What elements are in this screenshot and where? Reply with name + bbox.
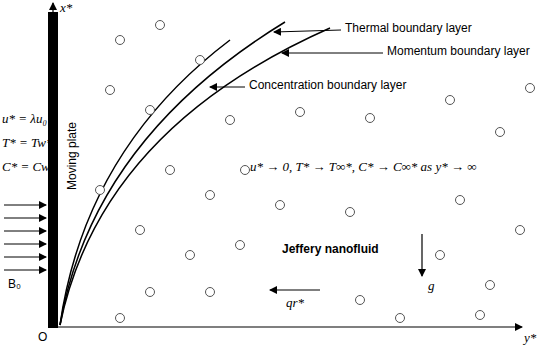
nanoparticle — [106, 86, 115, 95]
nanoparticle — [366, 114, 375, 123]
figure-label: u* = λu₀ — [2, 112, 47, 127]
figure-label: u* → 0, T* → T∞*, C* → C∞* as y* → ∞ — [250, 160, 476, 175]
figure-label: Jeffery nanofluid — [282, 243, 379, 257]
nanoparticle — [226, 116, 235, 125]
nanoparticle — [166, 166, 175, 175]
figure-label: Momentum boundary layer — [387, 45, 530, 59]
magnetic-field-arrows — [4, 205, 46, 270]
nanoparticle — [446, 96, 455, 105]
nanoparticle — [206, 191, 215, 200]
leader-arrow — [210, 87, 245, 88]
figure-label: O — [38, 331, 47, 345]
figure-label: y* — [524, 331, 536, 346]
nanoparticle — [346, 208, 355, 217]
nanoparticle — [116, 36, 125, 45]
nanoparticle — [476, 311, 485, 320]
gravity-arrow — [421, 234, 422, 276]
nanoparticle — [241, 166, 250, 175]
radiation-arrow — [270, 289, 320, 290]
nanoparticle — [116, 314, 125, 323]
leader-arrow — [282, 53, 383, 54]
figure-label: Thermal boundary layer — [345, 22, 472, 36]
nanoparticle — [156, 21, 165, 30]
y-axis — [58, 326, 522, 327]
nanoparticle — [146, 288, 155, 297]
leader-arrow — [274, 30, 341, 32]
figure-label: Moving plate — [66, 122, 80, 190]
figure-label: g — [428, 279, 435, 294]
nanoparticle — [236, 241, 245, 250]
figure-label: Concentration boundary layer — [249, 79, 406, 93]
nanoparticle — [436, 251, 445, 260]
nanoparticle — [296, 108, 305, 117]
nanoparticle — [206, 288, 215, 297]
nanoparticle — [356, 296, 365, 305]
concentration-layer — [60, 40, 230, 325]
nanoparticle — [186, 251, 195, 260]
figure-label: C* = Cw* — [2, 160, 56, 175]
nanoparticle — [526, 84, 535, 93]
nanoparticle — [486, 281, 495, 290]
nanoparticle — [516, 226, 525, 235]
figure-label: B₀ — [8, 278, 21, 292]
momentum-layer — [60, 28, 330, 325]
nanoparticle — [196, 56, 205, 65]
nanoparticle — [276, 201, 285, 210]
nanoparticle — [396, 314, 405, 323]
nanoparticle — [146, 106, 155, 115]
figure-label: T* = Tw* — [2, 136, 52, 151]
figure-label: qr* — [286, 296, 304, 311]
nanoparticle — [456, 196, 465, 205]
nanoparticle — [496, 128, 505, 137]
nanoparticles — [96, 21, 535, 323]
nanoparticle — [136, 226, 145, 235]
figure-label: x* — [60, 1, 72, 16]
nanoparticle — [96, 186, 105, 195]
